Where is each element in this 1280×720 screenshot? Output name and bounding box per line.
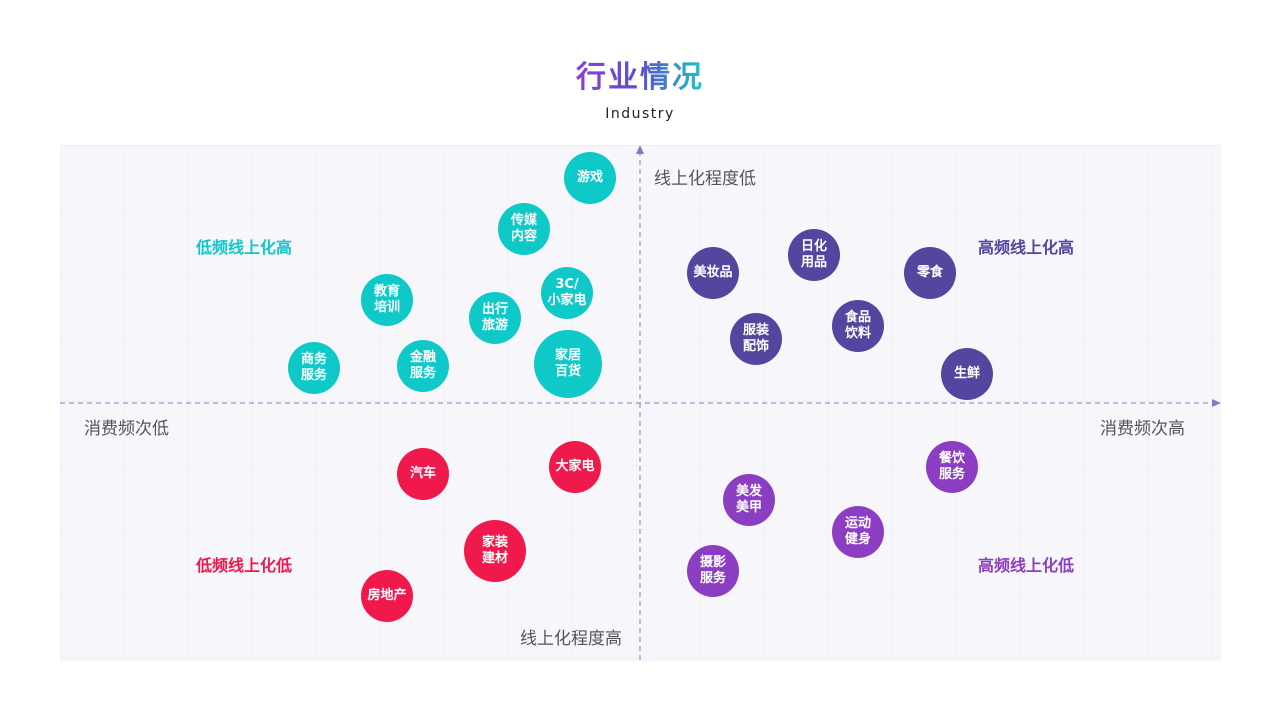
bubble-automobile: 汽车 [397,448,449,500]
vertical-axis-arrow [636,145,644,154]
bubble-food-beverage: 食品 饮料 [832,300,884,352]
bubble-3c-appliances: 3C/ 小家电 [541,267,593,319]
bubble-apparel: 服装 配饰 [730,313,782,365]
bubble-home-decoration: 家装 建材 [464,520,526,582]
bubble-media-content: 传媒 内容 [498,203,550,255]
bubble-catering: 餐饮 服务 [926,441,978,493]
bubble-education: 教育 培训 [361,274,413,326]
bubble-beauty-salon: 美发 美甲 [723,474,775,526]
page-subtitle: Industry [605,106,675,122]
bubble-cosmetics: 美妆品 [687,247,739,299]
bubble-fresh-food: 生鲜 [941,348,993,400]
page-title: 行业情况 [576,60,704,95]
bubble-financial-services: 金融 服务 [397,340,449,392]
horizontal-axis-arrow [1212,399,1221,407]
quadrant-label-top-left: 低频线上化高 [196,238,293,257]
bubble-daily-chemicals: 日化 用品 [788,229,840,281]
bubble-photography: 摄影 服务 [687,545,739,597]
bubble-travel: 出行 旅游 [469,292,521,344]
bubble-snacks: 零食 [904,247,956,299]
quadrant-label-bottom-right: 高频线上化低 [978,556,1075,575]
axis-label-right: 消费频次高 [1100,419,1185,439]
bubble-business-services: 商务 服务 [288,342,340,394]
quadrant-label-bottom-left: 低频线上化低 [196,556,293,575]
bubble-large-appliances: 大家电 [549,441,601,493]
bubble-home-goods: 家居 百货 [534,330,602,398]
bubble-games: 游戏 [564,152,616,204]
quadrant-label-top-right: 高频线上化高 [978,238,1075,257]
axis-label-bottom: 线上化程度高 [520,629,622,649]
bubble-fitness: 运动 健身 [832,506,884,558]
bubble-real-estate: 房地产 [361,570,413,622]
axis-label-left: 消费频次低 [84,419,169,439]
axis-label-top: 线上化程度低 [654,169,756,189]
